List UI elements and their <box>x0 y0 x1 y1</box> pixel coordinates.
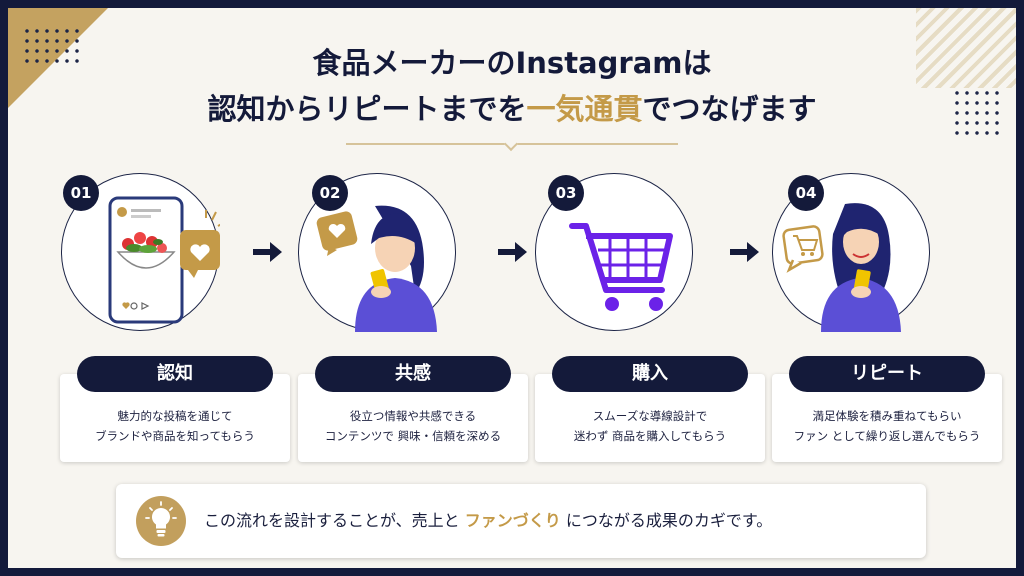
title-line-1: 食品メーカーのInstagramは <box>312 46 712 80</box>
step-3-desc-line-1: スムーズな導線設計で <box>592 409 708 423</box>
arrow-right-icon <box>498 242 527 262</box>
step-3-number: 03 <box>548 175 584 211</box>
dot-pattern-top-left <box>22 26 82 66</box>
title-line-2-before: 認知からリピートまでを <box>207 92 527 126</box>
step-3-circle <box>535 173 693 331</box>
woman-phone-heart-icon <box>316 205 437 332</box>
step-3-desc-line-2: 迷わず 商品を購入してもらう <box>573 429 727 443</box>
step-4-desc-line-1: 満足体験を積み重ねてもらい <box>812 409 962 423</box>
step-3-label: 購入 <box>552 356 748 392</box>
arrow-right-icon <box>730 242 759 262</box>
step-2-desc-line-2: コンテンツで 興味・信頼を深める <box>324 429 502 443</box>
stripe-pattern-top-right <box>916 8 1016 88</box>
infographic-frame: 食品メーカーのInstagramは 認知からリピートまでを一気通貫でつなげます <box>8 8 1016 568</box>
arrow-right-icon <box>253 242 282 262</box>
shopping-cart-icon <box>569 223 673 311</box>
woman-phone-cart-icon <box>782 203 901 332</box>
title-line-2: 認知からリピートまでを一気通貫でつなげます <box>8 90 1016 128</box>
step-2-desc-line-1: 役立つ情報や共感できる <box>349 409 477 423</box>
step-1-desc-line-2: ブランドや商品を知ってもらう <box>95 429 255 443</box>
title-line-2-after: でつなげます <box>642 92 817 126</box>
dot-pattern-top-right <box>952 88 1002 138</box>
bottom-message-highlight: ファンづくり <box>464 511 561 530</box>
step-1-label: 認知 <box>77 356 273 392</box>
step-1-desc-line-1: 魅力的な投稿を通じて <box>117 409 233 423</box>
title-divider-caret <box>503 136 519 152</box>
bottom-message-banner: この流れを設計することが、売上と ファンづくり につながる成果のカギです。 <box>116 484 926 558</box>
bottom-message-before: この流れを設計することが、売上と <box>204 511 460 530</box>
step-2-label: 共感 <box>315 356 511 392</box>
smartphone-post-icon <box>108 196 220 324</box>
lightbulb-icon-badge <box>136 496 186 546</box>
bottom-message-after: につながる成果のカギです。 <box>565 511 773 530</box>
lightbulb-icon <box>145 501 177 537</box>
bottom-message: この流れを設計することが、売上と ファンづくり につながる成果のカギです。 <box>204 484 772 558</box>
step-2-number: 02 <box>312 175 348 211</box>
step-4-desc-line-2: ファン として繰り返し選んでもらう <box>793 429 981 443</box>
step-4-number: 04 <box>788 175 824 211</box>
title-line-2-highlight: 一気通貫 <box>526 92 643 126</box>
step-4-label: リピート <box>789 356 985 392</box>
step-1-number: 01 <box>63 175 99 211</box>
